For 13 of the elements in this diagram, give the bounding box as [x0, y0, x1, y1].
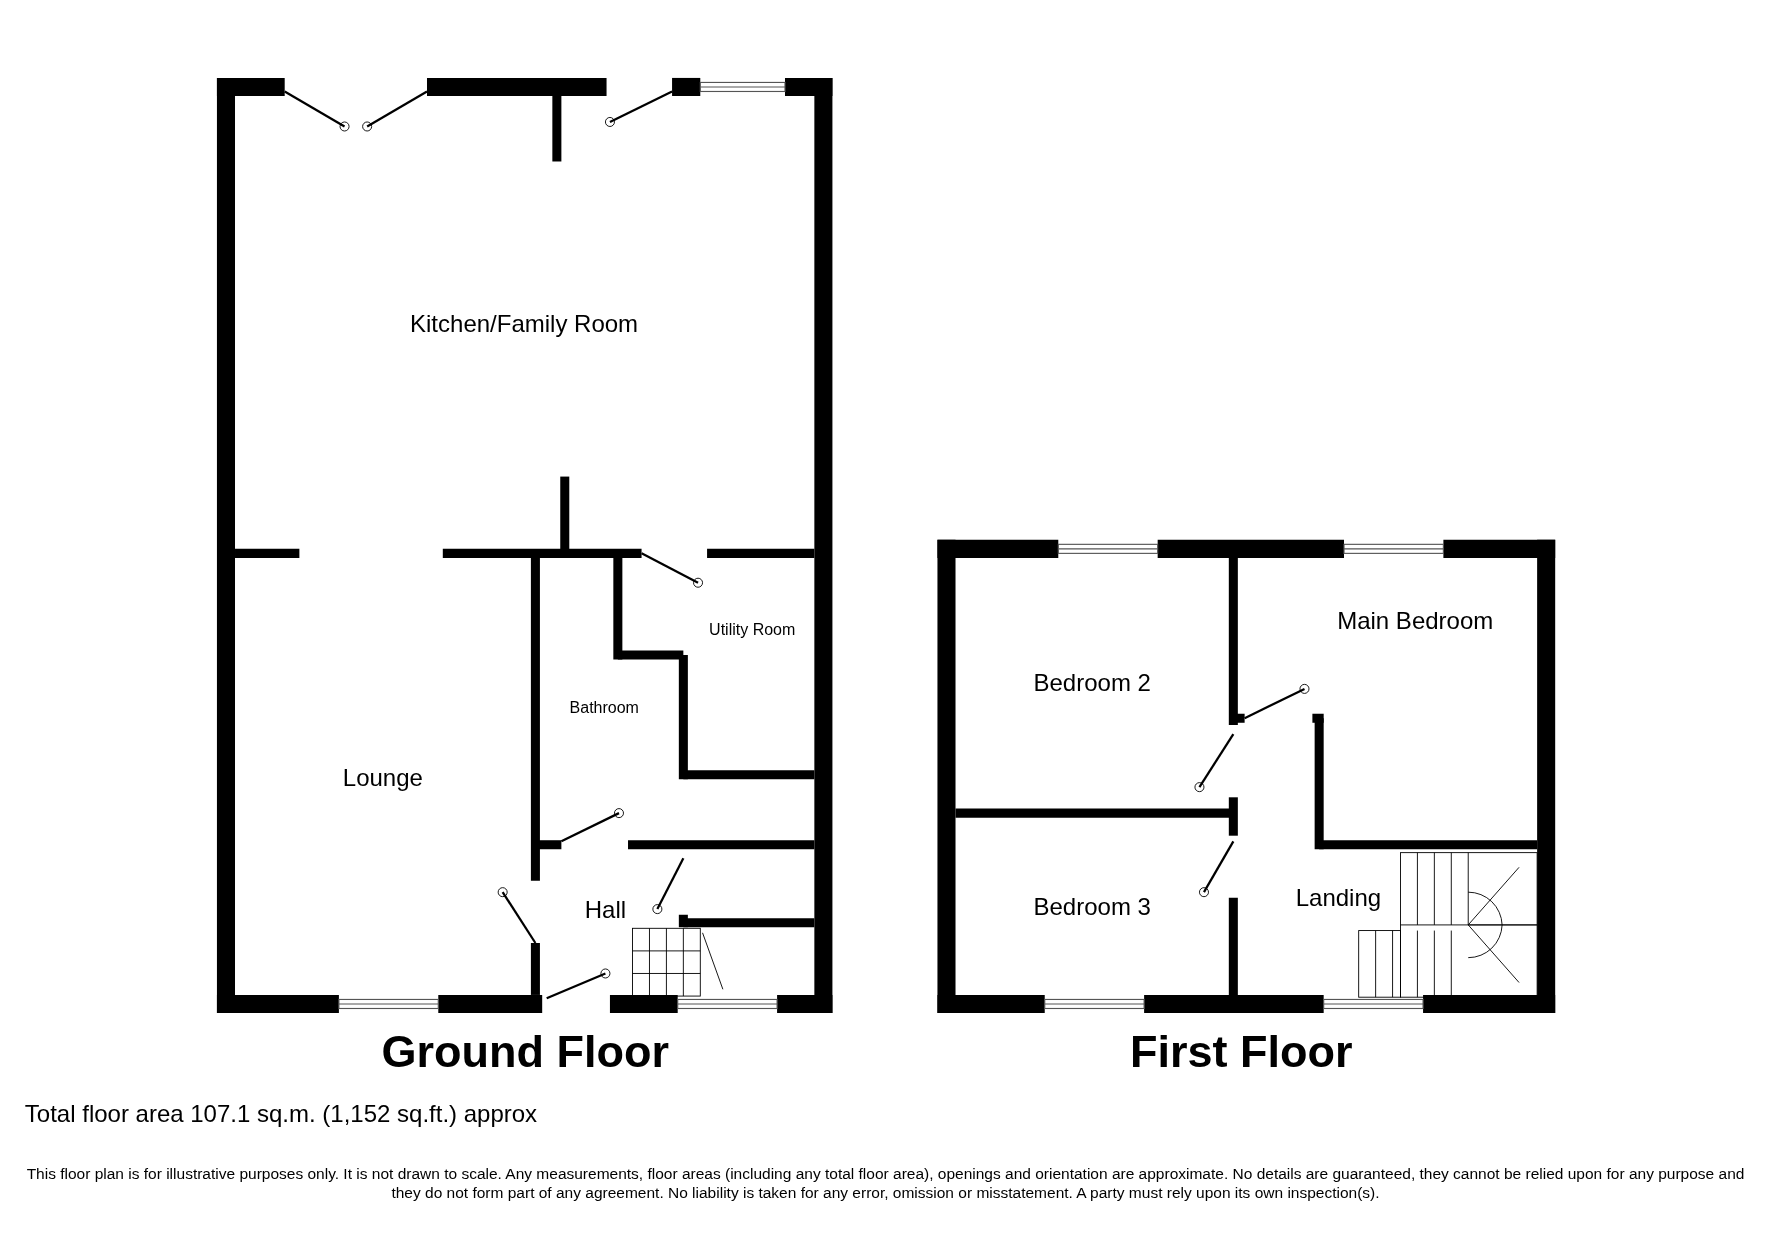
room-label: Kitchen/Family Room	[410, 309, 639, 340]
disclaimer-text: This floor plan is for illustrative purposes only. It is not drawn to scale. Any measurements, floor areas (including any total floor area), openings and orientation are approximate. No details are guaranteed, they cannot be relied upon for any purpose and they do not form part of any agreement. No liability is taken for any error, omission or misstatement. A party must rely upon its own inspection(s).	[25, 1163, 1746, 1202]
room-label: Main Bedroom	[1337, 606, 1494, 637]
room-label: Lounge	[342, 763, 423, 794]
floor-title: First Floor	[1130, 1024, 1353, 1079]
room-label: Bathroom	[569, 698, 639, 719]
room-label: Hall	[584, 895, 627, 926]
room-label: Utility Room	[709, 620, 796, 641]
room-label: Bedroom 3	[1033, 891, 1151, 922]
floor-title: Ground Floor	[381, 1024, 669, 1079]
room-label: Bedroom 2	[1033, 668, 1151, 699]
area-note: Total floor area 107.1 sq.m. (1,152 sq.ft.) approx	[24, 1098, 538, 1129]
room-label: Landing	[1295, 882, 1382, 913]
